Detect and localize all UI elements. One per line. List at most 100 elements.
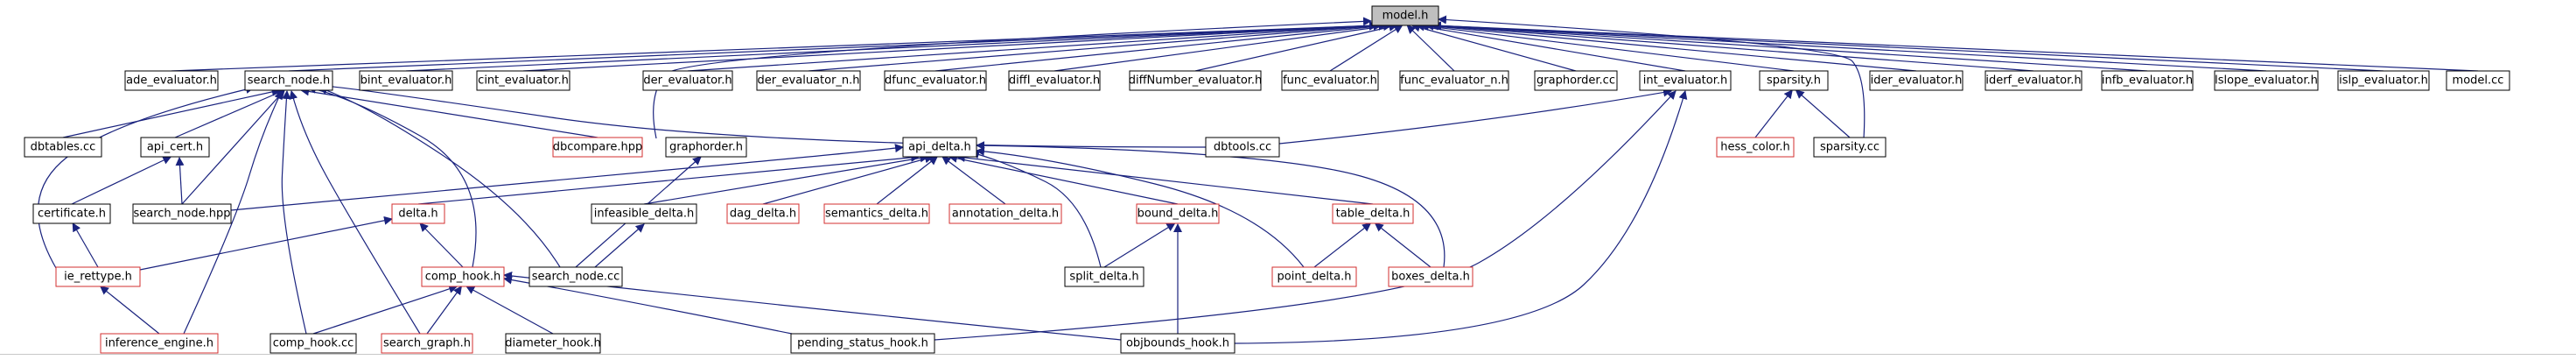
- edge-dbcompare-hpp-to-search-node-h: [300, 87, 598, 138]
- node-box: [726, 203, 800, 224]
- node-api-cert-h[interactable]: api_cert.h: [140, 137, 210, 158]
- node-graphorder-cc[interactable]: graphorder.cc: [1534, 70, 1618, 91]
- node-semantics-delta-h[interactable]: semantics_delta.h: [823, 203, 930, 224]
- node-label: ider_evaluator.h: [1871, 74, 1963, 88]
- node-point-delta-h[interactable]: point_delta.h: [1271, 266, 1357, 287]
- node-box: [2446, 70, 2510, 91]
- edge-comp-hook-cc-to-comp-hook-h: [312, 285, 458, 335]
- node-label: diffI_evaluator.h: [1009, 74, 1100, 88]
- edge-iderf-evaluator-h-to-model-h: [1429, 21, 2034, 72]
- edge-diffNumber-evaluator-h-to-model-h: [1194, 23, 1398, 72]
- node-label: der_evaluator_n.h: [757, 74, 859, 88]
- edge-inference-engine-h-to-search-node-h: [183, 90, 283, 335]
- node-model-cc[interactable]: model.cc: [2446, 70, 2510, 91]
- edge-ie-rettype-h-to-certificate-h: [72, 222, 99, 268]
- node-search-node-h[interactable]: search_node.h: [244, 70, 333, 91]
- node-split-delta-h[interactable]: split_delta.h: [1064, 266, 1144, 287]
- node-diameter-hook-h[interactable]: diameter_hook.h: [505, 333, 601, 354]
- node-int-evaluator-h[interactable]: int_evaluator.h: [1639, 70, 1732, 91]
- edge-bint-evaluator-h-to-model-h: [405, 21, 1378, 72]
- node-dfunc-evaluator-h[interactable]: dfunc_evaluator.h: [884, 70, 987, 91]
- node-label: graphorder.cc: [1536, 74, 1615, 88]
- edge-sparsity-h-to-model-h: [1419, 22, 1795, 72]
- node-graphorder-h[interactable]: graphorder.h: [665, 137, 747, 158]
- node-infeasible-delta-h[interactable]: infeasible_delta.h: [591, 203, 697, 224]
- node-label: comp_hook.cc: [273, 337, 354, 350]
- node-cint-evaluator-h[interactable]: cint_evaluator.h: [476, 70, 570, 91]
- node-table-delta-h[interactable]: table_delta.h: [1332, 203, 1414, 224]
- node-islp-evaluator-h[interactable]: islp_evaluator.h: [2337, 70, 2430, 91]
- node-box: [884, 70, 987, 91]
- node-box: [1984, 70, 2082, 91]
- node-der-evaluator-n-h[interactable]: der_evaluator_n.h: [756, 70, 861, 91]
- edge-objbounds-hook-h-to-int-evaluator-h: [1234, 90, 1688, 344]
- node-box: [476, 70, 570, 91]
- node-search-node-cc[interactable]: search_node.cc: [528, 266, 623, 287]
- edge-search-node-hpp-to-search-node-h: [181, 89, 285, 205]
- node-label: func_evaluator_n.h: [1400, 74, 1508, 88]
- node-api-delta-h[interactable]: api_delta.h: [902, 137, 977, 158]
- node-dag-delta-h[interactable]: dag_delta.h: [726, 203, 800, 224]
- node-label: islp_evaluator.h: [2339, 74, 2428, 88]
- node-ie-rettype-h[interactable]: ie_rettype.h: [55, 266, 141, 287]
- node-box: [1759, 70, 1829, 91]
- bottom-divider: [0, 354, 2576, 355]
- node-label: diffNumber_evaluator.h: [1129, 74, 1263, 88]
- node-box: [55, 266, 141, 287]
- node-sparsity-h[interactable]: sparsity.h: [1759, 70, 1829, 91]
- node-label: model.h: [1382, 10, 1429, 23]
- node-label: ie_rettype.h: [64, 271, 132, 284]
- node-model-h[interactable]: model.h: [1371, 5, 1439, 26]
- node-func-evaluator-h[interactable]: func_evaluator.h: [1281, 70, 1379, 91]
- node-search-graph-h[interactable]: search_graph.h: [381, 333, 473, 354]
- node-box: [1534, 70, 1618, 91]
- edge-comp-hook-h-to-delta-h: [419, 222, 464, 268]
- node-certificate-h[interactable]: certificate.h: [32, 203, 111, 224]
- node-comp-hook-h[interactable]: comp_hook.h: [421, 266, 505, 287]
- edge-hess-color-h-to-sparsity-h: [1754, 89, 1793, 138]
- edge-bound-delta-h-to-api-delta-h: [948, 153, 1179, 205]
- edge-boxes-delta-h-to-api-delta-h: [976, 141, 1446, 268]
- node-ade-evaluator-h[interactable]: ade_evaluator.h: [124, 70, 219, 91]
- node-box: [2214, 70, 2319, 91]
- node-box: [1332, 203, 1414, 224]
- node-box: [100, 333, 219, 354]
- node-ider-evaluator-h[interactable]: ider_evaluator.h: [1869, 70, 1964, 91]
- node-label: sparsity.cc: [1820, 141, 1880, 154]
- node-delta-h[interactable]: delta.h: [391, 203, 445, 224]
- node-dbcompare-hpp[interactable]: dbcompare.hpp: [552, 137, 643, 158]
- node-objbounds-hook-h[interactable]: objbounds_hook.h: [1120, 333, 1236, 354]
- node-annotation-delta-h[interactable]: annotation_delta.h: [948, 203, 1062, 224]
- node-dbtools-cc[interactable]: dbtools.cc: [1205, 137, 1280, 158]
- node-bound-delta-h[interactable]: bound_delta.h: [1136, 203, 1220, 224]
- node-der-evaluator-h[interactable]: der_evaluator.h: [642, 70, 733, 91]
- node-comp-hook-cc[interactable]: comp_hook.cc: [270, 333, 357, 354]
- node-bint-evaluator-h[interactable]: bint_evaluator.h: [359, 70, 453, 91]
- node-search-node-hpp[interactable]: search_node.hpp: [132, 203, 232, 224]
- node-iderf-evaluator-h[interactable]: iderf_evaluator.h: [1984, 70, 2082, 91]
- node-box: [1064, 266, 1144, 287]
- node-label: dbtables.cc: [31, 141, 96, 154]
- node-box: [823, 203, 930, 224]
- node-inference-engine-h[interactable]: inference_engine.h: [100, 333, 219, 354]
- node-dbtables-cc[interactable]: dbtables.cc: [24, 137, 102, 158]
- node-label: dbtools.cc: [1214, 141, 1271, 154]
- edge-split-delta-h-to-bound-delta-h: [1103, 222, 1176, 268]
- node-infb-evaluator-h[interactable]: infb_evaluator.h: [2101, 70, 2194, 91]
- node-boxes-delta-h[interactable]: boxes_delta.h: [1388, 266, 1474, 287]
- edge-search-node-cc-to-search-node-h: [318, 86, 561, 268]
- node-hess-color-h[interactable]: hess_color.h: [1716, 137, 1795, 158]
- node-box: [359, 70, 453, 91]
- node-func-evaluator-n-h[interactable]: func_evaluator_n.h: [1399, 70, 1509, 91]
- node-diffI-evaluator-h[interactable]: diffI_evaluator.h: [1008, 70, 1101, 91]
- node-sparsity-cc[interactable]: sparsity.cc: [1813, 137, 1886, 158]
- node-pending-status-hook-h[interactable]: pending_status_hook.h: [790, 333, 935, 354]
- node-label: infb_evaluator.h: [2102, 74, 2193, 88]
- edge-point-delta-h-to-api-delta-h: [976, 146, 1305, 268]
- node-diffNumber-evaluator-h[interactable]: diffNumber_evaluator.h: [1129, 70, 1263, 91]
- node-box: [591, 203, 697, 224]
- node-lslope-evaluator-h[interactable]: lslope_evaluator.h: [2214, 70, 2319, 91]
- node-label: certificate.h: [38, 208, 106, 221]
- node-label: split_delta.h: [1069, 271, 1138, 284]
- edge-dbtables-cc-to-search-node-h: [62, 88, 281, 138]
